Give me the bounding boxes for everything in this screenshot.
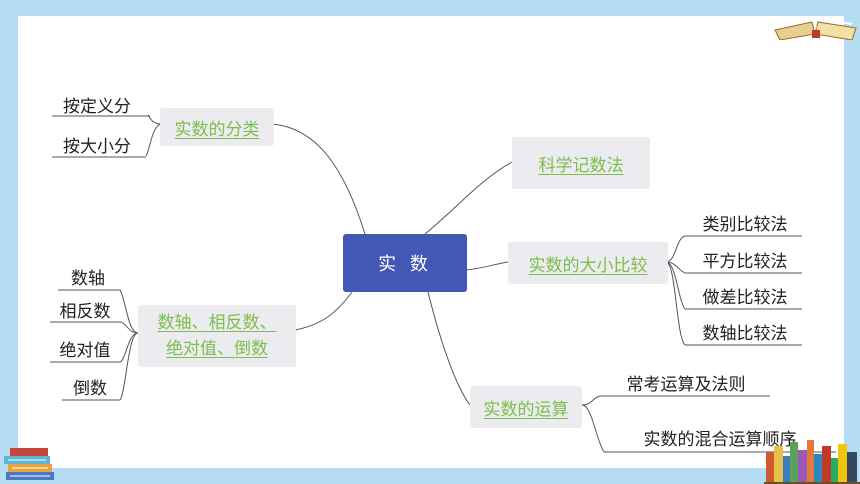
topic-sci-notation: 科学记数法 [512, 137, 650, 189]
topic-compare-label: 实数的大小比较 [528, 255, 648, 276]
link-classify-bracket2 [145, 123, 163, 157]
leaf-square-compare: 平方比较法 [702, 251, 788, 272]
leaf-common-ops: 常考运算及法则 [626, 374, 746, 395]
topic-sci-label: 科学记数法 [538, 155, 624, 176]
leaf-difference-compare: 做差比较法 [702, 287, 788, 308]
link-center-ops [427, 291, 471, 406]
book-stack-icon [4, 448, 54, 480]
topic-number-axis: 数轴、相反数、 绝对值、倒数 [138, 305, 296, 367]
link-center-compare [465, 261, 509, 271]
link-center-axis [294, 291, 353, 331]
topic-ops-label: 实数的运算 [483, 399, 569, 420]
bookshelf-icon [764, 440, 860, 484]
leaf-by-size: 按大小分 [63, 136, 131, 157]
topic-operations: 实数的运算 [470, 386, 582, 428]
topic-classify: 实数的分类 [160, 108, 274, 146]
leaf-axis-compare: 数轴比较法 [702, 323, 788, 344]
topic-compare: 实数的大小比较 [508, 242, 668, 284]
topic-axis-label-line2: 绝对值、倒数 [166, 339, 268, 359]
leaf-opposite-number: 相反数 [59, 301, 111, 322]
leaf-mixed-order: 实数的混合运算顺序 [643, 429, 797, 450]
center-label: 实 数 [378, 254, 432, 275]
open-book-icon [774, 16, 857, 40]
center-node: 实 数 [343, 234, 467, 292]
leaf-category-compare: 类别比较法 [702, 214, 788, 235]
topic-axis-label-line1: 数轴、相反数、 [157, 313, 277, 333]
link-center-sci [424, 161, 513, 235]
leaf-reciprocal: 倒数 [73, 378, 107, 399]
leaf-number-axis: 数轴 [71, 268, 105, 289]
leaf-by-definition: 按定义分 [63, 96, 131, 117]
leaf-absolute-value: 绝对值 [59, 340, 111, 361]
topic-classify-label: 实数的分类 [174, 119, 260, 140]
link-center-classify [271, 123, 366, 235]
